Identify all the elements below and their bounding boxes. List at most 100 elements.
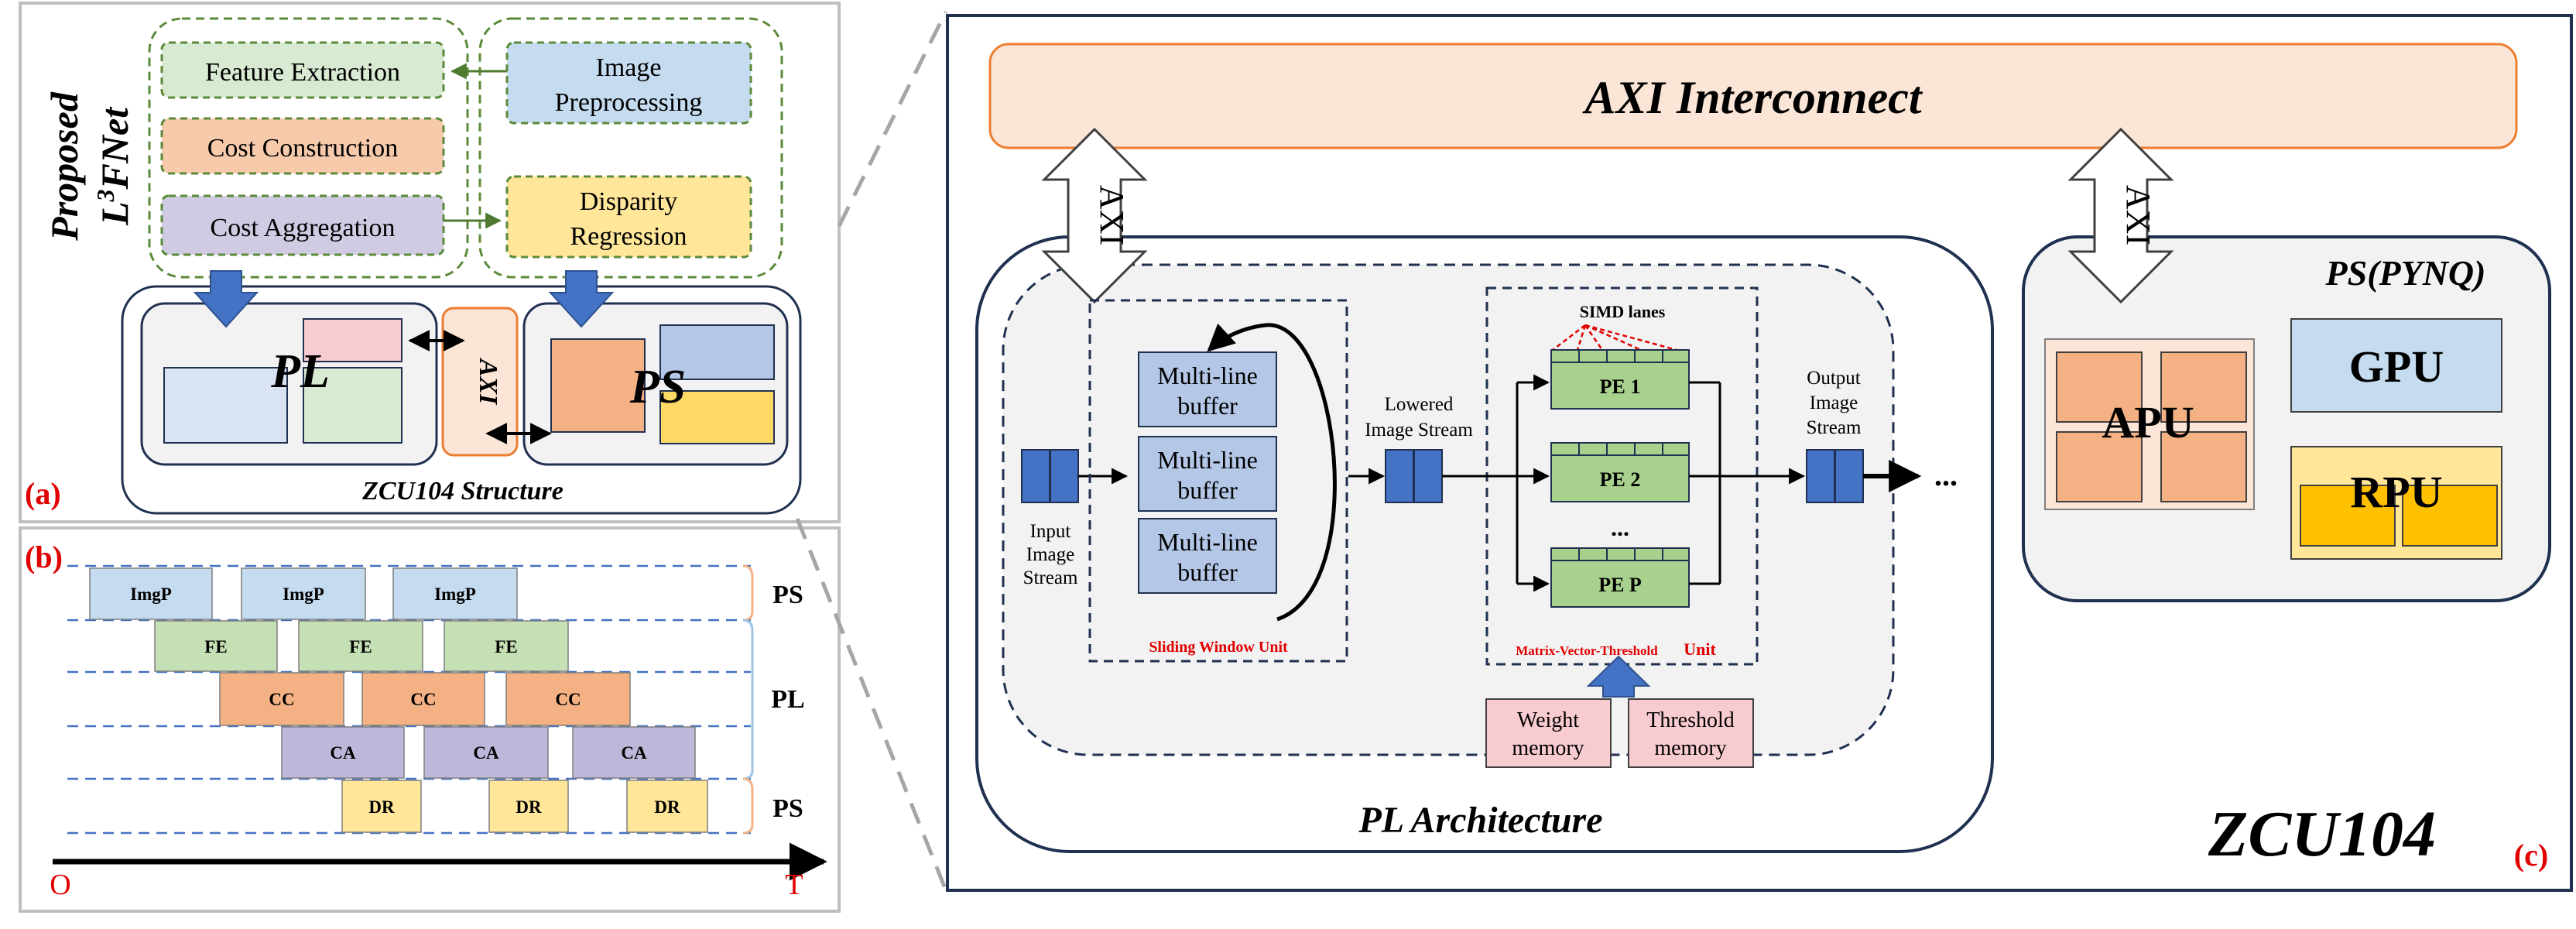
- dr-box-2: [488, 780, 569, 833]
- dr-box-3: [626, 780, 708, 833]
- pl-architecture-label: PL Architecture: [1358, 800, 1602, 841]
- lowered-stream-block-2: [1413, 449, 1443, 503]
- memory-up-arrow-icon: [1586, 655, 1651, 698]
- image-preprocessing-line2: Preprocessing: [555, 88, 703, 117]
- feature-extraction-label: Feature Extraction: [205, 58, 400, 87]
- dr-box-3-label: DR: [654, 797, 680, 817]
- panel-b: (b) PS PL PS ImgP ImgP ImgP FE FE FE: [19, 526, 841, 913]
- cost-construction-label: Cost Construction: [207, 134, 399, 163]
- pl-block-2: [303, 318, 402, 362]
- zoom-connector-top: [837, 10, 948, 228]
- disparity-regression-line1: Disparity: [580, 187, 678, 216]
- ca-box-2-label: CA: [473, 743, 499, 763]
- apu-label: APU: [2102, 397, 2194, 447]
- ca-box-1-label: CA: [330, 743, 356, 763]
- ca-box-1: [281, 726, 405, 779]
- fe-box-3: [444, 620, 569, 672]
- multiline-buffer-3-line2: buffer: [1177, 558, 1238, 586]
- ca-box-3-label: CA: [621, 743, 647, 763]
- multiline-buffer-2-line1: Multi-line: [1157, 446, 1258, 474]
- buffer-loop-arrow: [1207, 323, 1337, 622]
- zcu104-structure-caption: ZCU104 Structure: [361, 477, 564, 506]
- pl-block-1: [163, 367, 288, 444]
- pl-down-arrow-icon: [193, 270, 259, 328]
- ps-block-2: [659, 324, 775, 380]
- multiline-buffer-3-line1: Multi-line: [1157, 528, 1258, 556]
- weight-memory-line2: memory: [1512, 736, 1584, 760]
- imgp-box-2-label: ImgP: [283, 584, 324, 604]
- timeline-dashed-guides: [67, 564, 751, 835]
- panel-c-tag: (c): [2514, 838, 2548, 872]
- pe-p-label: PE P: [1598, 574, 1642, 596]
- fe-box-2-label: FE: [349, 637, 372, 656]
- dr-box-1: [341, 780, 422, 833]
- axi-interconnect-bar: [988, 43, 2518, 149]
- panel-c: AXI Interconnect PS(PYNQ) APU GPU RPU PL…: [946, 14, 2573, 892]
- rpu-core-1: [2300, 485, 2396, 547]
- ps-down-arrow-icon: [548, 270, 615, 328]
- pl-block-3: [303, 367, 402, 444]
- cc-box-2: [361, 672, 485, 726]
- input-stream-block-2: [1050, 449, 1079, 503]
- time-axis-end: T: [785, 869, 803, 901]
- imgp-box-3: [392, 567, 518, 620]
- output-stream-block-1: [1806, 449, 1835, 503]
- pe-1: [1550, 349, 1690, 410]
- multiline-buffer-1-line1: Multi-line: [1157, 362, 1258, 389]
- axi-bridge-label: AXI: [474, 358, 502, 406]
- mvtu-label-unit: Unit: [1684, 639, 1716, 659]
- ps-block-3: [659, 390, 775, 444]
- imgp-box-2: [241, 567, 366, 620]
- threshold-memory-line2: memory: [1654, 736, 1726, 760]
- input-stream-line3: Stream: [1023, 567, 1078, 588]
- row-label-ps-top: PS: [772, 581, 803, 609]
- imgp-box-3-label: ImgP: [434, 584, 476, 604]
- weight-memory-line1: Weight: [1517, 708, 1579, 732]
- time-axis-origin: O: [50, 869, 70, 901]
- cc-box-3-label: CC: [555, 690, 581, 709]
- image-preprocessing-line1: Image: [596, 53, 662, 82]
- cc-box-1: [219, 672, 344, 726]
- feature-extraction-block: [160, 41, 445, 99]
- rpu-core-2: [2402, 485, 2498, 547]
- input-stream-line1: Input: [1030, 521, 1071, 542]
- cost-aggregation-label: Cost Aggregation: [211, 214, 396, 242]
- axi-pl-arrow-label: AXI: [1093, 185, 1131, 245]
- ca-box-3: [572, 726, 696, 779]
- pl-stage-group: [148, 17, 469, 279]
- output-stream-block-2: [1834, 449, 1864, 503]
- mvtu-label-small: Matrix-Vector-Threshold: [1516, 643, 1658, 658]
- apu-core-3: [2056, 431, 2143, 502]
- zcu104-structure-frame: [121, 285, 802, 515]
- ps-pynq-title: PS(PYNQ): [2325, 253, 2486, 293]
- output-trailing-dots: ...: [1934, 458, 1958, 492]
- sliding-window-unit-label: Sliding Window Unit: [1149, 639, 1288, 656]
- gpu-label: GPU: [2349, 341, 2444, 392]
- side-title-line2: L3FNet: [91, 106, 136, 226]
- multiline-buffer-1-line2: buffer: [1177, 392, 1238, 420]
- axi-ps-double-arrow-icon: [2067, 127, 2174, 304]
- apu-core-2: [2160, 351, 2247, 423]
- disparity-regression-line2: Regression: [570, 222, 687, 251]
- cc-box-1-label: CC: [269, 690, 294, 709]
- axi-ps-arrow-label: AXI: [2119, 185, 2157, 245]
- panel-b-tag: (b): [25, 540, 63, 574]
- panel-a-tag: (a): [25, 476, 61, 511]
- axi-interconnect-label: AXI Interconnect: [1581, 72, 1923, 123]
- panel-a: Proposed L3FNet Feature Extraction Cost …: [19, 2, 841, 523]
- side-title-line1: Proposed: [43, 91, 86, 242]
- output-stream-line3: Stream: [1807, 417, 1862, 438]
- pe-ellipsis: ...: [1611, 513, 1629, 541]
- dr-box-1-label: DR: [368, 797, 395, 817]
- ca-box-2: [423, 726, 549, 779]
- fe-box-1: [154, 620, 278, 672]
- cc-box-3: [505, 672, 631, 726]
- zcu104-label: ZCU104: [2208, 798, 2436, 870]
- imgp-box-1-label: ImgP: [130, 584, 172, 604]
- imgp-box-1: [89, 567, 213, 620]
- fe-box-3-label: FE: [495, 637, 517, 656]
- lowered-stream-line1: Lowered: [1385, 394, 1454, 415]
- threshold-memory-line1: Threshold: [1646, 708, 1735, 732]
